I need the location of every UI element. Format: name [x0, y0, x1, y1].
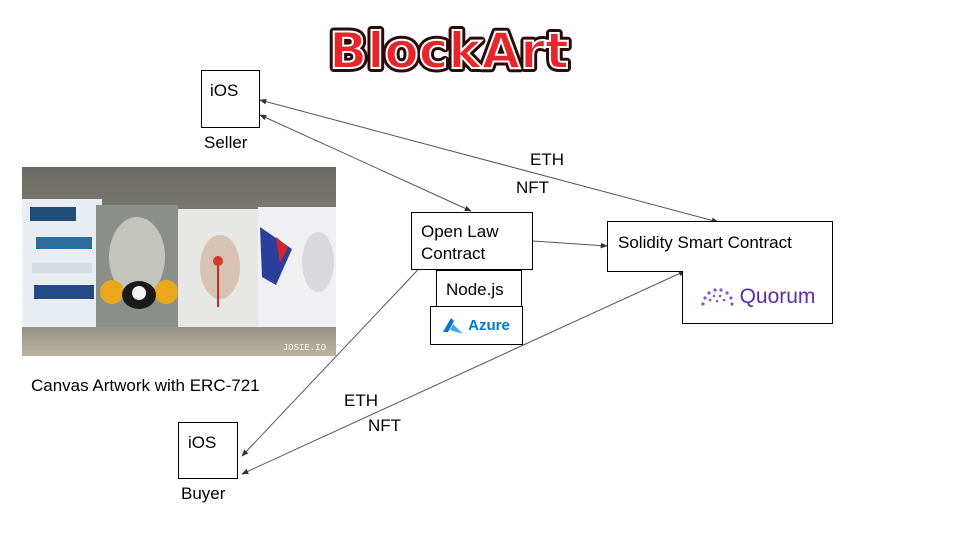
logo-text-outline: BlockArt	[329, 22, 569, 80]
arrow-seller-openlaw	[259, 114, 472, 212]
quorum-box: Quorum	[682, 271, 833, 324]
azure-icon	[443, 317, 464, 334]
artwork-caption: Canvas Artwork with ERC-721	[31, 376, 260, 395]
open-law-contract-box: Open Law Contract	[411, 212, 533, 270]
seller-ios-box: iOS	[201, 70, 260, 128]
edge-label-top-nft: NFT	[516, 178, 550, 197]
edge-label-top-eth: ETH	[530, 150, 564, 169]
photo-watermark: JOSIE.IO	[283, 343, 326, 353]
edge-label-bottom-nft: NFT	[368, 416, 402, 435]
buyer-ios-box: iOS	[178, 422, 238, 479]
quorum-icon	[700, 288, 734, 306]
blockart-logo: BlockArt BlockArt	[325, 18, 573, 84]
nodejs-label: Node.js	[446, 280, 504, 299]
canvas-artwork-photo: JOSIE.IO	[22, 167, 336, 356]
azure-label: Azure	[468, 317, 510, 334]
logo-text: BlockArt	[329, 22, 569, 80]
arrow-solidity-buyer	[241, 270, 686, 475]
seller-caption: Seller	[204, 133, 248, 152]
solidity-smart-contract-label: Solidity Smart Contract	[618, 233, 792, 252]
solidity-smart-contract-box: Solidity Smart Contract	[607, 221, 833, 272]
nodejs-box: Node.js	[436, 270, 522, 307]
buyer-caption: Buyer	[181, 484, 226, 503]
buyer-ios-label: iOS	[188, 433, 217, 452]
arrow-openlaw-solidity	[532, 240, 608, 249]
azure-box: Azure	[430, 306, 523, 345]
seller-ios-label: iOS	[210, 81, 239, 100]
quorum-label: Quorum	[739, 285, 816, 308]
edge-label-bottom-eth: ETH	[344, 391, 378, 410]
open-law-contract-label: Open Law Contract	[421, 222, 499, 263]
